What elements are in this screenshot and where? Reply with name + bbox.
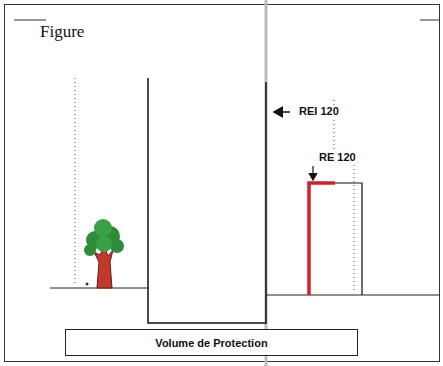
wall-rating: RE 120 [318,151,357,163]
caption-text: Volume de Protection [155,337,267,349]
tree [84,219,124,288]
small-building [335,183,362,295]
limit-line [354,165,355,293]
building [148,78,266,323]
pointer-arrow [274,111,290,113]
limit-line [75,78,76,286]
figure-title: Figure [40,22,84,42]
frame [5,5,440,362]
wall-rating: REI 120 [298,105,340,117]
fire-wall [309,183,335,295]
pointer-arrow [312,166,313,180]
ground-line [266,295,440,296]
caption-box: Volume de Protection [65,329,358,356]
